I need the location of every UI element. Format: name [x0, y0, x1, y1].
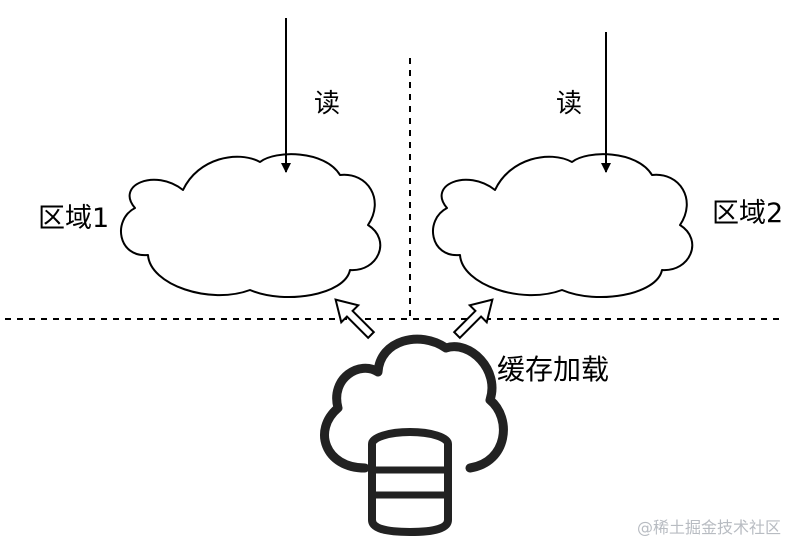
cache-load-arrow-right: [452, 298, 494, 340]
region-1-label: 区域1: [38, 203, 110, 234]
read-label-left: 读: [314, 89, 341, 119]
cloud-database-icon: [320, 334, 508, 536]
region-2-cloud: [432, 153, 694, 299]
read-label-right: 读: [556, 89, 583, 119]
database-body: [368, 444, 452, 536]
cloud-outline: [320, 334, 508, 473]
cache-load-arrow-left: [334, 298, 376, 340]
region-2-label: 区域2: [712, 198, 784, 229]
watermark: @稀土掘金技术社区: [636, 518, 781, 537]
region-1-cloud: [120, 153, 382, 299]
cache-load-label: 缓存加载: [497, 353, 610, 386]
